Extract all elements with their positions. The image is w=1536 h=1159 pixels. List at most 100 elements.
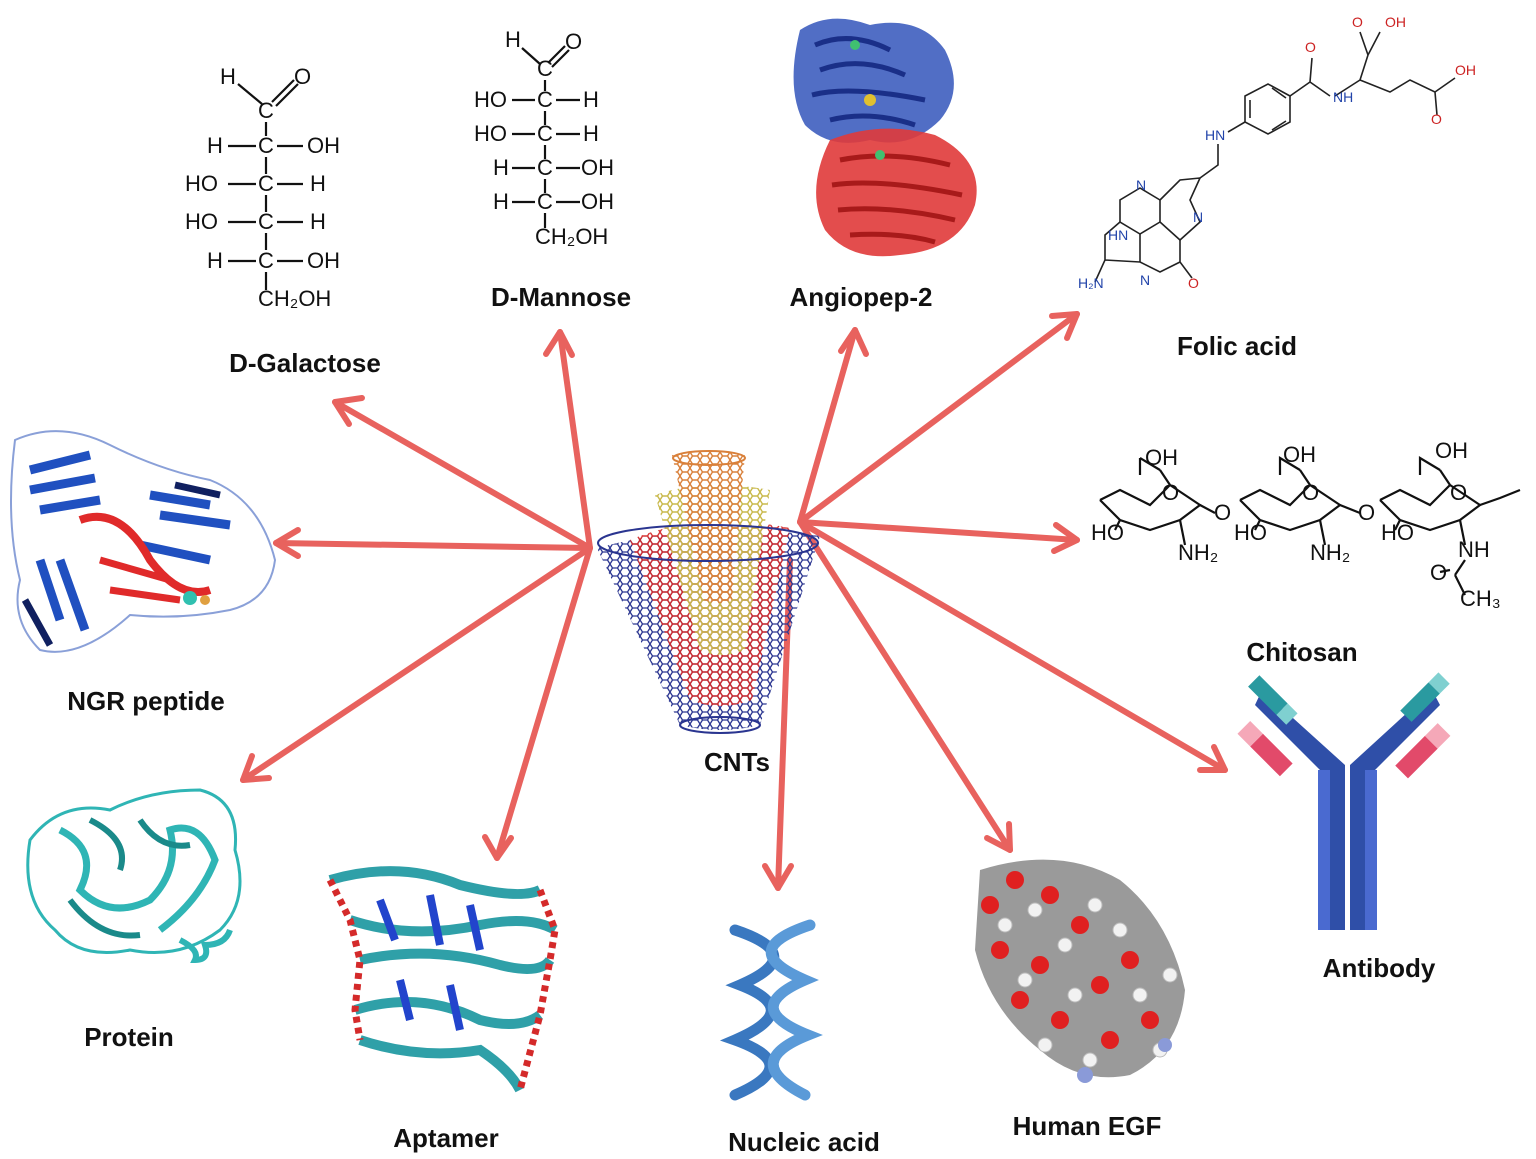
chit-o5: O — [1450, 480, 1467, 505]
chitosan-label: Chitosan — [1246, 637, 1357, 667]
ngr-peptide-structure — [10, 430, 277, 653]
protein-structure — [26, 788, 242, 964]
folic-hn2: HN — [1108, 227, 1128, 243]
cnt-bottom-rim — [679, 716, 761, 734]
arrowhead-protein — [240, 753, 272, 783]
cnt-illustration — [597, 450, 820, 734]
arrow-to-mannose — [557, 329, 593, 551]
chit-o3: O — [1302, 480, 1319, 505]
arrow-to-egf — [797, 519, 1013, 853]
arrow-to-folic — [797, 311, 1080, 525]
arrowhead-angiopep — [838, 327, 869, 357]
angiopep-label: Angiopep-2 — [790, 282, 933, 312]
chit-o4: O — [1358, 500, 1375, 525]
gal-r4-right: OH — [307, 248, 340, 273]
gal-h-top: H — [220, 64, 236, 89]
arrow-to-angiopep — [797, 327, 858, 525]
arrowhead-nucleic — [762, 863, 794, 891]
arrow-to-protein — [240, 545, 593, 783]
aptamer-structure — [326, 866, 559, 1093]
angiopep-structure — [793, 18, 977, 257]
gal-r4-left: H — [207, 248, 223, 273]
cnt-label: CNTs — [704, 747, 770, 777]
arrow-to-ngr — [273, 540, 593, 551]
egf-label: Human EGF — [1013, 1111, 1162, 1141]
antibody-structure — [1237, 672, 1451, 930]
arrowhead-egf — [984, 821, 1013, 853]
aptamer-label: Aptamer — [393, 1123, 498, 1153]
gal-c1: C — [258, 98, 274, 123]
gal-r3-right: H — [310, 209, 326, 234]
gal-c2: C — [258, 133, 274, 158]
folic-o2: O — [1431, 111, 1442, 127]
arrowhead-ngr — [273, 527, 301, 559]
cnt-core-rim — [672, 450, 746, 466]
protein-label: Protein — [84, 1022, 174, 1052]
folic-h2n: H₂N — [1078, 275, 1104, 291]
gal-o-top: O — [294, 64, 311, 89]
chit-ho3: HO — [1381, 520, 1414, 545]
folic-o4: O — [1188, 275, 1199, 291]
chit-ho1: HO — [1091, 520, 1124, 545]
arrowhead-galactose — [332, 395, 365, 427]
man-c1: C — [537, 56, 553, 81]
mannose-structure: H O C HO C H HO C H H C OH H C OH CH₂OH — [474, 27, 614, 249]
folic-n2: N — [1136, 177, 1146, 193]
folic-hn: HN — [1205, 127, 1225, 143]
man-r3-left: H — [493, 155, 509, 180]
antibody-label: Antibody — [1323, 953, 1436, 983]
arrowhead-mannose — [543, 329, 575, 358]
man-r2-left: HO — [474, 121, 507, 146]
mannose-label: D-Mannose — [491, 282, 631, 312]
galactose-structure: H O C H C OH HO C H HO C H H C OH CH₂OH — [185, 64, 340, 311]
man-r1-left: HO — [474, 87, 507, 112]
folic-oh2: OH — [1455, 62, 1476, 78]
chit-nh2-1: NH₂ — [1178, 540, 1218, 565]
arrows — [240, 311, 1228, 891]
gal-c4: C — [258, 209, 274, 234]
chitosan-structure: OH OH OH HO HO HO O O O O O NH₂ NH₂ NH O… — [1091, 438, 1521, 611]
folic-n1: N — [1193, 209, 1203, 225]
man-r3-right: OH — [581, 155, 614, 180]
arrowhead-aptamer — [482, 834, 514, 861]
gal-r1-left: H — [207, 133, 223, 158]
ngr-label: NGR peptide — [67, 686, 224, 716]
nucleic-acid-structure — [719, 919, 823, 1101]
arrowhead-antibody — [1197, 744, 1228, 773]
chit-o1: O — [1162, 480, 1179, 505]
man-tail: CH₂OH — [535, 224, 608, 249]
cnt-rim — [597, 524, 819, 562]
folic-label: Folic acid — [1177, 331, 1297, 361]
folic-o1: O — [1352, 14, 1363, 30]
egf-structure — [975, 859, 1185, 1083]
man-r1-right: H — [583, 87, 599, 112]
chit-nh2-2: NH₂ — [1310, 540, 1350, 565]
chit-o2: O — [1214, 500, 1231, 525]
man-r4-right: OH — [581, 189, 614, 214]
man-o-top: O — [565, 29, 582, 54]
folic-acid-structure: OH O OH O NH O HN N N N HN H₂N O — [1078, 14, 1476, 291]
cnt-core-wall — [672, 451, 745, 603]
gal-tail: CH₂OH — [258, 286, 331, 311]
folic-oh1: OH — [1385, 14, 1406, 30]
man-c2: C — [537, 87, 553, 112]
chit-ch3: CH₃ — [1460, 586, 1501, 611]
arrow-to-aptamer — [494, 545, 593, 861]
arrowhead-folic — [1049, 311, 1080, 341]
chit-nh: NH — [1458, 537, 1490, 562]
man-c5: C — [537, 189, 553, 214]
man-c3: C — [537, 121, 553, 146]
chit-o6: O — [1430, 560, 1447, 585]
gal-r1-right: OH — [307, 133, 340, 158]
man-r4-left: H — [493, 189, 509, 214]
chit-oh2: OH — [1283, 442, 1316, 467]
gal-c3: C — [258, 171, 274, 196]
gal-r2-right: H — [310, 171, 326, 196]
arrow-to-galactose — [332, 399, 593, 551]
arrowhead-chitosan — [1051, 522, 1080, 554]
arrow-to-antibody — [797, 519, 1228, 773]
folic-n3: N — [1140, 272, 1150, 288]
chit-ho2: HO — [1234, 520, 1267, 545]
folic-nh: NH — [1333, 89, 1353, 105]
